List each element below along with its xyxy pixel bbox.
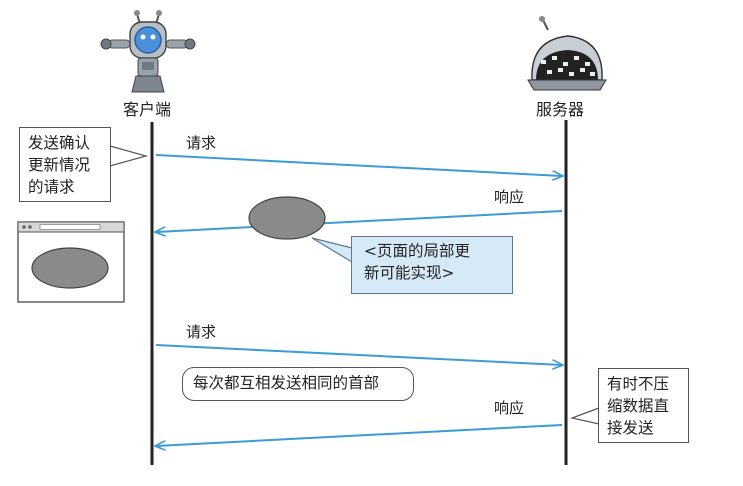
partial-content-blob [248, 196, 326, 240]
note-same-header: 每次都互相发送相同的首部 [182, 367, 414, 401]
response-label-1: 响应 [494, 188, 525, 206]
server-label: 服务器 [536, 100, 585, 119]
note-line: 发送确认 [28, 134, 91, 152]
request-label-1: 请求 [186, 134, 217, 152]
client-label: 客户端 [123, 100, 172, 119]
note-partial-update: <页面的局部更 新可能实现> [351, 236, 513, 294]
response-label-2: 响应 [494, 399, 525, 417]
note-update-check: 发送确认 更新情况 的请求 [19, 127, 111, 202]
note-line: <页面的局部更 [364, 242, 470, 260]
client-robot-icon [100, 10, 196, 93]
request-label-2: 请求 [186, 323, 217, 341]
note-uncompressed: 有时不压 缩数据直 接发送 [598, 368, 689, 443]
server-robot-icon [527, 16, 607, 91]
note-tail-update-check [109, 145, 149, 167]
note-tail-partial-update [311, 237, 353, 264]
note-line: 的请求 [28, 178, 75, 196]
response-arrow-2 [156, 424, 563, 446]
note-line: 缩数据直 [607, 397, 670, 415]
request-arrow-2 [155, 344, 562, 365]
note-line: 更新情况 [28, 156, 91, 174]
note-tail-uncompressed [569, 407, 600, 425]
note-line: 接发送 [607, 419, 654, 437]
note-line: 新可能实现> [364, 264, 455, 282]
response-arrow-1 [156, 210, 563, 232]
note-line: 有时不压 [607, 375, 670, 393]
request-arrow-1 [155, 154, 562, 176]
browser-window-icon [17, 221, 125, 303]
